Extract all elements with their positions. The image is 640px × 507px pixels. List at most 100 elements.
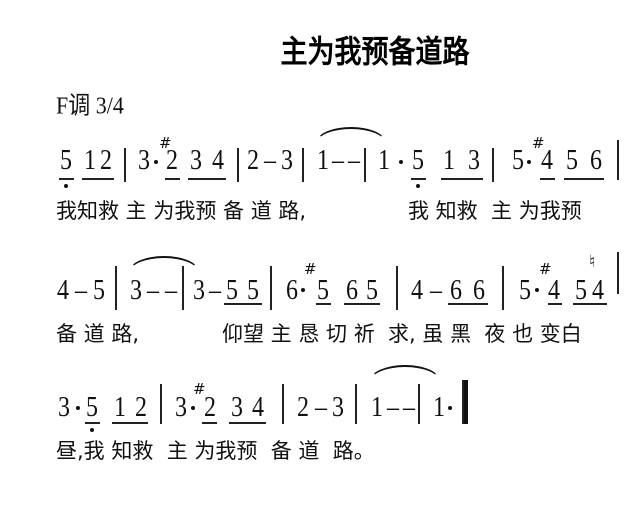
note: 1 <box>317 144 329 176</box>
bar-line <box>492 148 494 182</box>
underline <box>112 422 148 424</box>
sharp-sign: # <box>304 260 317 278</box>
dash: – <box>75 274 87 306</box>
dash: – <box>165 274 177 306</box>
low-octave-dot <box>416 184 420 188</box>
note: 5 <box>575 274 587 306</box>
bar-line <box>282 384 284 424</box>
underline <box>224 303 262 305</box>
underline <box>441 178 483 180</box>
bar-line <box>364 148 366 182</box>
bar-line <box>160 384 162 424</box>
bar-line <box>124 148 126 182</box>
note: 4 <box>548 274 560 306</box>
note: 2 <box>297 391 309 423</box>
low-octave-dot <box>64 184 68 188</box>
note: 5 <box>226 274 238 306</box>
bar-line <box>270 266 272 310</box>
dash: – <box>147 274 159 306</box>
dash: – <box>209 274 221 306</box>
note: 3 <box>281 144 293 176</box>
dash: – <box>332 144 344 176</box>
sharp-sign: # <box>159 134 172 152</box>
note: 1 <box>114 391 126 423</box>
underline <box>316 303 331 305</box>
note: 5 <box>519 274 531 306</box>
sharp-sign: # <box>539 260 552 278</box>
bar-line <box>617 252 619 294</box>
note: 1 <box>433 391 445 423</box>
underline <box>59 178 74 180</box>
low-octave-dot <box>90 428 94 432</box>
underline <box>548 303 562 305</box>
key-signature: F调 3/4 <box>56 91 124 120</box>
note: 1 <box>84 144 96 176</box>
augmentation-dot <box>448 406 452 410</box>
bar-line <box>302 148 304 182</box>
note: 6 <box>590 144 602 176</box>
dash: – <box>264 144 276 176</box>
dash: – <box>315 391 327 423</box>
note: 3 <box>58 391 70 423</box>
underline <box>85 422 100 424</box>
slur <box>370 365 440 381</box>
song-title: 主为我预备道路 <box>280 35 470 71</box>
note: 3 <box>190 144 202 176</box>
underline <box>448 303 488 305</box>
note: 2 <box>100 144 112 176</box>
final-double-bar <box>462 380 468 424</box>
note: 6 <box>473 274 485 306</box>
underline <box>82 178 114 180</box>
note: 5 <box>60 144 72 176</box>
note: 5 <box>412 144 424 176</box>
note: 3 <box>130 274 142 306</box>
natural-sign: ♮ <box>589 252 596 272</box>
note: 3 <box>332 391 344 423</box>
note: 3 <box>138 144 150 176</box>
bar-line <box>617 140 619 180</box>
note: 3 <box>193 274 205 306</box>
note: 4 <box>592 274 604 306</box>
underline <box>564 178 604 180</box>
note: 1 <box>378 144 390 176</box>
lyrics-text: 昼,我 知救 主 为我预 备 道 路。 <box>56 439 375 463</box>
lyrics-text: 仰望 主 恳 切 祈 求, 虽 黑 夜 也 变白 <box>222 322 582 346</box>
augmentation-dot <box>154 160 158 164</box>
bar-line <box>115 266 117 310</box>
note: 5 <box>247 274 259 306</box>
bar-line <box>502 266 504 310</box>
note: 5 <box>366 274 378 306</box>
bar-line <box>237 148 239 182</box>
augmentation-dot <box>399 160 403 164</box>
underline <box>229 422 266 424</box>
sharp-sign: # <box>193 380 206 398</box>
slur <box>129 256 199 272</box>
note: 2 <box>135 391 147 423</box>
sharp-sign: # <box>532 134 545 152</box>
augmentation-dot <box>301 288 305 292</box>
note: 4 <box>212 144 224 176</box>
note: 5 <box>317 274 329 306</box>
bar-line <box>355 384 357 424</box>
underline <box>188 178 226 180</box>
underline <box>344 303 380 305</box>
bar-line <box>396 266 398 310</box>
dash: – <box>387 391 399 423</box>
note: 2 <box>166 144 178 176</box>
note: 1 <box>371 391 383 423</box>
note: 2 <box>247 144 259 176</box>
note: 3 <box>175 391 187 423</box>
dash: – <box>403 391 415 423</box>
note: 2 <box>204 391 216 423</box>
note: 4 <box>411 274 423 306</box>
dash: – <box>430 274 442 306</box>
underline <box>202 422 217 424</box>
note: 5 <box>86 391 98 423</box>
note: 5 <box>566 144 578 176</box>
underline <box>540 178 555 180</box>
note: 4 <box>252 391 264 423</box>
note: 3 <box>231 391 243 423</box>
underline <box>573 303 607 305</box>
note: 3 <box>468 144 480 176</box>
note: 6 <box>450 274 462 306</box>
